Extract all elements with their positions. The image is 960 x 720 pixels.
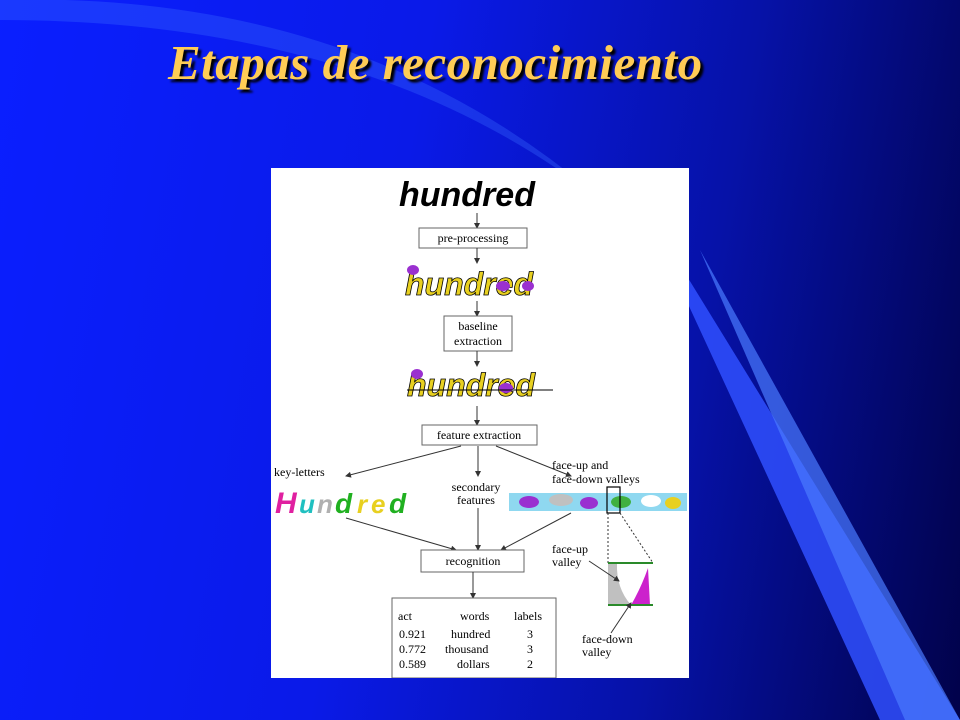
results-header-labels: labels [514,609,542,623]
recognition-pipeline-figure: hundred pre-processing hundred baseline … [271,168,689,678]
svg-text:e: e [371,489,385,519]
key-letters-label: key-letters [274,465,325,479]
valleys-strip [509,486,687,514]
results-row-1-word: hundred [451,627,490,641]
results-row-2-word: thousand [445,642,488,656]
feature-extraction-box [421,424,538,446]
results-row-1-label: 3 [527,627,533,641]
secondary-features-label-2: features [457,493,495,507]
secondary-features-label-1: secondary [452,480,501,494]
svg-text:d: d [389,488,407,519]
face-down-label-2: valley [582,645,611,659]
results-table [391,597,557,678]
preprocessed-word: hundred [405,266,534,302]
results-row-1-act: 0.921 [399,627,426,641]
valleys-label-2: face-down valleys [552,472,640,486]
baseline-label-1: baseline [458,319,497,333]
key-letters-word: H u n d r e d [275,487,407,520]
results-header-act: act [398,609,413,623]
svg-text:u: u [299,489,315,519]
svg-text:r: r [357,489,369,519]
baseline-extraction-box [443,315,513,352]
results-row-3-word: dollars [457,657,490,671]
results-row-2-label: 3 [527,642,533,656]
face-up-label-1: face-up [552,542,588,556]
baseline-word: hundred [407,367,536,403]
valleys-label-1: face-up and [552,458,608,472]
svg-text:n: n [317,489,333,519]
preprocessing-box [418,227,528,249]
results-header-words: words [460,609,490,623]
results-row-2-act: 0.772 [399,642,426,656]
recognition-label: recognition [446,554,501,568]
results-row-3-label: 2 [527,657,533,671]
baseline-label-2: extraction [454,334,502,348]
handwritten-input-word: hundred [399,176,536,214]
valley-zoom [608,562,653,606]
slide-title: Etapas de reconocimiento [168,35,703,90]
results-row-3-act: 0.589 [399,657,426,671]
pipeline-diagram: hundred pre-processing hundred baseline … [274,176,687,678]
preprocessing-label: pre-processing [438,231,509,245]
face-down-label-1: face-down [582,632,633,646]
face-up-label-2: valley [552,555,581,569]
feature-extraction-label: feature extraction [437,428,521,442]
svg-text:d: d [335,488,353,519]
svg-text:H: H [275,487,298,520]
